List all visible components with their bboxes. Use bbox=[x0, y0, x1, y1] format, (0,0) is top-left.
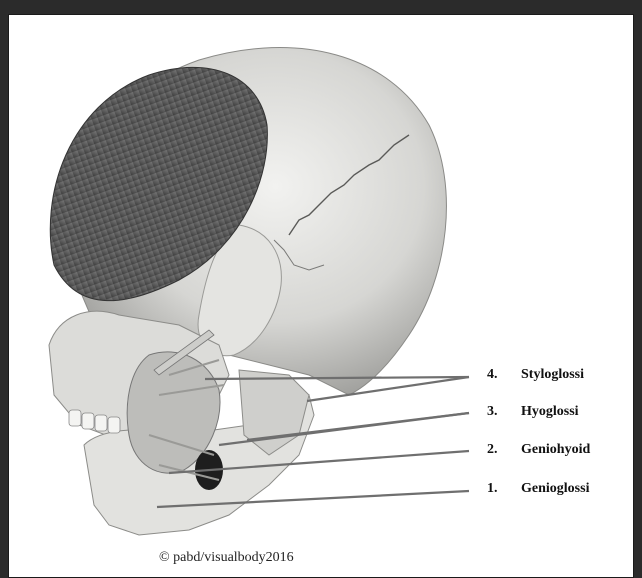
copyright-credit: © pabd/visualbody2016 bbox=[159, 550, 294, 566]
label-hyoglossi: Hyoglossi bbox=[521, 404, 579, 420]
illustration-panel: 4. Styloglossi 3. Hyoglossi 2. Geniohyoi… bbox=[8, 14, 634, 578]
label-number-3: 3. bbox=[487, 404, 498, 420]
label-number-2: 2. bbox=[487, 442, 498, 458]
label-styloglossi: Styloglossi bbox=[521, 367, 584, 383]
label-number-4: 4. bbox=[487, 367, 498, 383]
label-geniohyoid: Geniohyoid bbox=[521, 442, 590, 458]
label-number-1: 1. bbox=[487, 481, 498, 497]
label-genioglossi: Genioglossi bbox=[521, 481, 589, 497]
